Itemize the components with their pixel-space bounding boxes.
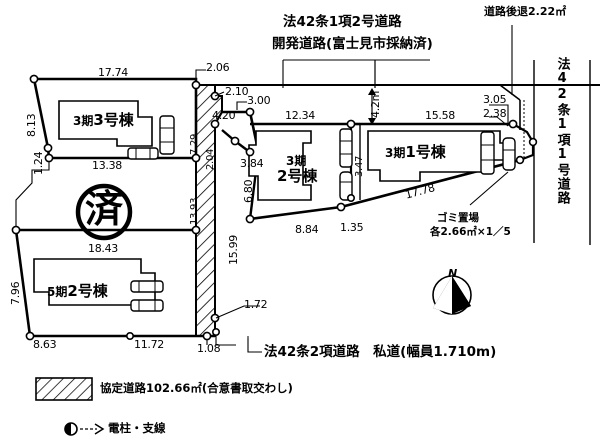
lot-label-3ki-2-line1: 3期 xyxy=(286,154,307,168)
dim-1-08: 1.08 xyxy=(197,342,221,355)
trash-area-note-line1: ゴミ置場 xyxy=(437,212,479,224)
car-stall xyxy=(502,137,516,171)
legend-symbols xyxy=(35,377,105,436)
south-road-label: 法42条2項道路 私道(幅員1.710m) xyxy=(264,344,497,360)
dim-7-96: 7.96 xyxy=(9,281,22,305)
dim-2-06: 2.06 xyxy=(206,61,230,74)
east-road-label: 法42条1項1号道路 xyxy=(554,57,570,205)
north-road-label-line2: 開発道路(富士見市採納済) xyxy=(272,36,433,52)
dim-3-05: 3.05 xyxy=(483,93,507,106)
dim-13-93: 13.93 xyxy=(189,197,200,225)
car-stall xyxy=(159,115,175,155)
dim-7-29: 7.29 xyxy=(189,133,200,155)
car-stall xyxy=(127,147,159,160)
legend-hatch-swatch xyxy=(35,377,93,401)
dim-2-10: 2.10 xyxy=(225,85,249,98)
dim-6-80: 6.80 xyxy=(242,179,255,203)
dim-1-35: 1.35 xyxy=(340,221,364,234)
compass-rose xyxy=(432,275,472,315)
dim-3-00: 3.00 xyxy=(247,94,271,107)
dim-8-84: 8.84 xyxy=(295,223,319,236)
dim-2-38: 2.38 xyxy=(483,107,507,120)
dim-2-04: 2.04 xyxy=(205,148,216,170)
approved-stamp xyxy=(75,183,133,241)
dim-8-13: 8.13 xyxy=(25,113,38,137)
dim-1-24: 1.24 xyxy=(32,151,45,175)
east-road-band xyxy=(523,60,591,245)
car-stall xyxy=(130,299,164,312)
legend-pole-label: 電柱・支線 xyxy=(108,421,166,435)
car-stall xyxy=(339,128,353,168)
boundary-lot-3ki-3 xyxy=(34,77,198,160)
house-3ki-3 xyxy=(58,100,153,147)
dim-15-58: 15.58 xyxy=(425,109,455,122)
dim-18-43: 18.43 xyxy=(88,242,118,255)
compass-north-label: N xyxy=(448,267,458,280)
dim-3-47: 3.47 xyxy=(354,155,365,177)
survey-points xyxy=(11,74,538,341)
dim-15-99: 15.99 xyxy=(227,235,240,265)
lot-label-5ki-2: 5期2号棟 xyxy=(47,282,108,300)
road-setback-note: 道路後退2.22㎡ xyxy=(484,5,567,18)
approved-stamp-text: 済 xyxy=(85,187,124,231)
north-road-label-line1: 法42条1項2号道路 xyxy=(283,14,402,30)
car-stall xyxy=(339,171,353,201)
legend-hatch-label: 協定道路102.66㎡(合意書取交わし) xyxy=(100,381,293,395)
dimension-leaders xyxy=(195,25,513,353)
dim-road-width: 4.2m xyxy=(369,90,382,118)
dim-13-38: 13.38 xyxy=(92,159,122,172)
dim-4-20: 4.20 xyxy=(212,109,236,122)
house-3ki-2 xyxy=(248,130,312,201)
car-stall xyxy=(480,131,495,175)
car-stall xyxy=(130,280,164,293)
dim-12-34: 12.34 xyxy=(285,109,315,122)
lot-label-3ki-3: 3期3号棟 xyxy=(73,111,134,129)
dim-11-72: 11.72 xyxy=(134,338,164,351)
trash-area-note-line2: 各2.66㎡×1／5 xyxy=(430,226,511,238)
dim-1-72: 1.72 xyxy=(244,298,268,311)
parking-stalls xyxy=(127,115,516,312)
dim-3-84: 3.84 xyxy=(240,157,264,170)
north-development-road xyxy=(196,84,600,130)
house-footprints xyxy=(33,100,513,306)
lot-label-3ki-1: 3期1号棟 xyxy=(385,143,446,161)
dim-8-63: 8.63 xyxy=(33,338,57,351)
lot-label-3ki-2-line2: 2号棟 xyxy=(277,167,318,185)
dim-17-74: 17.74 xyxy=(98,66,128,79)
